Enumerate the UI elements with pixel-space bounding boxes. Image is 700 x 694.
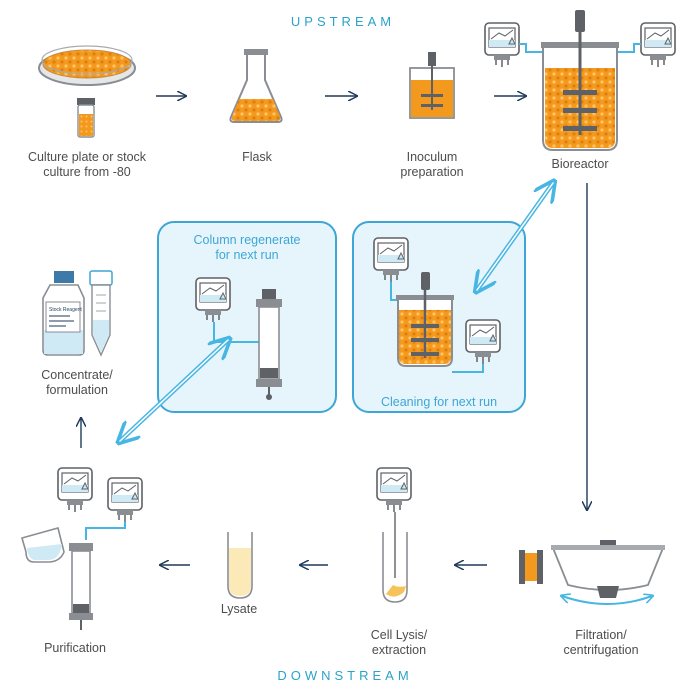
bioreactor-label: Bioreactor [551, 157, 609, 171]
conical-tube-icon [89, 270, 113, 357]
column-regenerate-label: Column regenerate for next run [193, 233, 301, 262]
cleaning-panel [352, 221, 526, 413]
stock-tube-icon [77, 98, 95, 138]
inoculum-label: Inoculum preparation [400, 150, 464, 179]
lysate-tube-icon [227, 532, 253, 599]
lysate-label: Lysate [220, 602, 258, 616]
concentrate-label: Concentrate/ formulation [41, 368, 113, 397]
formulation-bottle-icon: Stock Reagent [42, 271, 85, 356]
flow-arrows-downstream [81, 418, 487, 565]
culture-plate-icon [38, 45, 136, 86]
bottle-label: Stock Reagent [49, 307, 82, 313]
inoculum-vessel-icon [409, 52, 455, 119]
centrifuge-icon [519, 540, 665, 605]
upstream-heading: UPSTREAM [290, 14, 396, 29]
cell-lysis-icon [376, 467, 412, 603]
purification-column-icon [21, 467, 143, 630]
flask-icon [229, 49, 283, 123]
downstream-heading: DOWNSTREAM [277, 668, 413, 683]
flask-label: Flask [242, 150, 272, 164]
culture-label: Culture plate or stock culture from -80 [27, 150, 147, 179]
bioreactor-icon [484, 10, 676, 151]
cell-lysis-label: Cell Lysis/ extraction [370, 628, 428, 657]
cleaning-label: Cleaning for next run [380, 395, 498, 409]
filtration-label: Filtration/ centrifugation [563, 628, 639, 657]
recycle-arrows [120, 183, 553, 441]
flow-arrows-upstream [156, 96, 587, 510]
purification-label: Purification [44, 641, 106, 655]
